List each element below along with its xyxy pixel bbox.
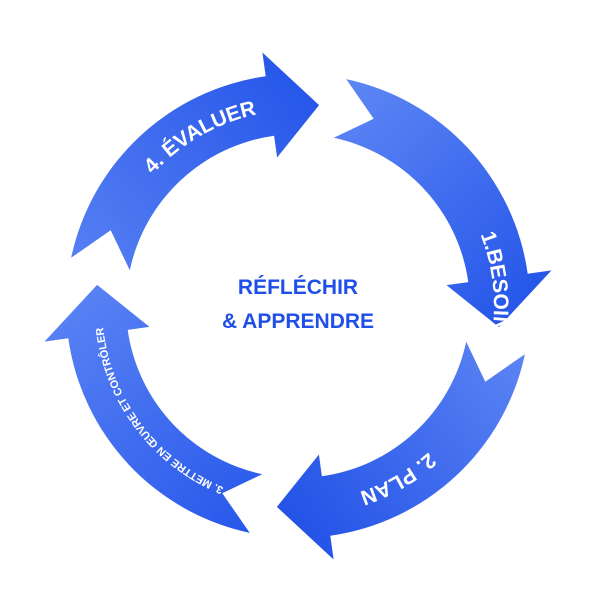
center-title-line2: & APPRENDRE bbox=[222, 310, 374, 333]
arrow-plan bbox=[276, 341, 525, 560]
center-title-line1: RÉFLÉCHIR bbox=[238, 276, 358, 299]
arrow-besoins bbox=[333, 79, 552, 328]
arrow-mettre-en-oeuvre bbox=[44, 284, 263, 533]
arrow-evaluer bbox=[71, 52, 320, 271]
